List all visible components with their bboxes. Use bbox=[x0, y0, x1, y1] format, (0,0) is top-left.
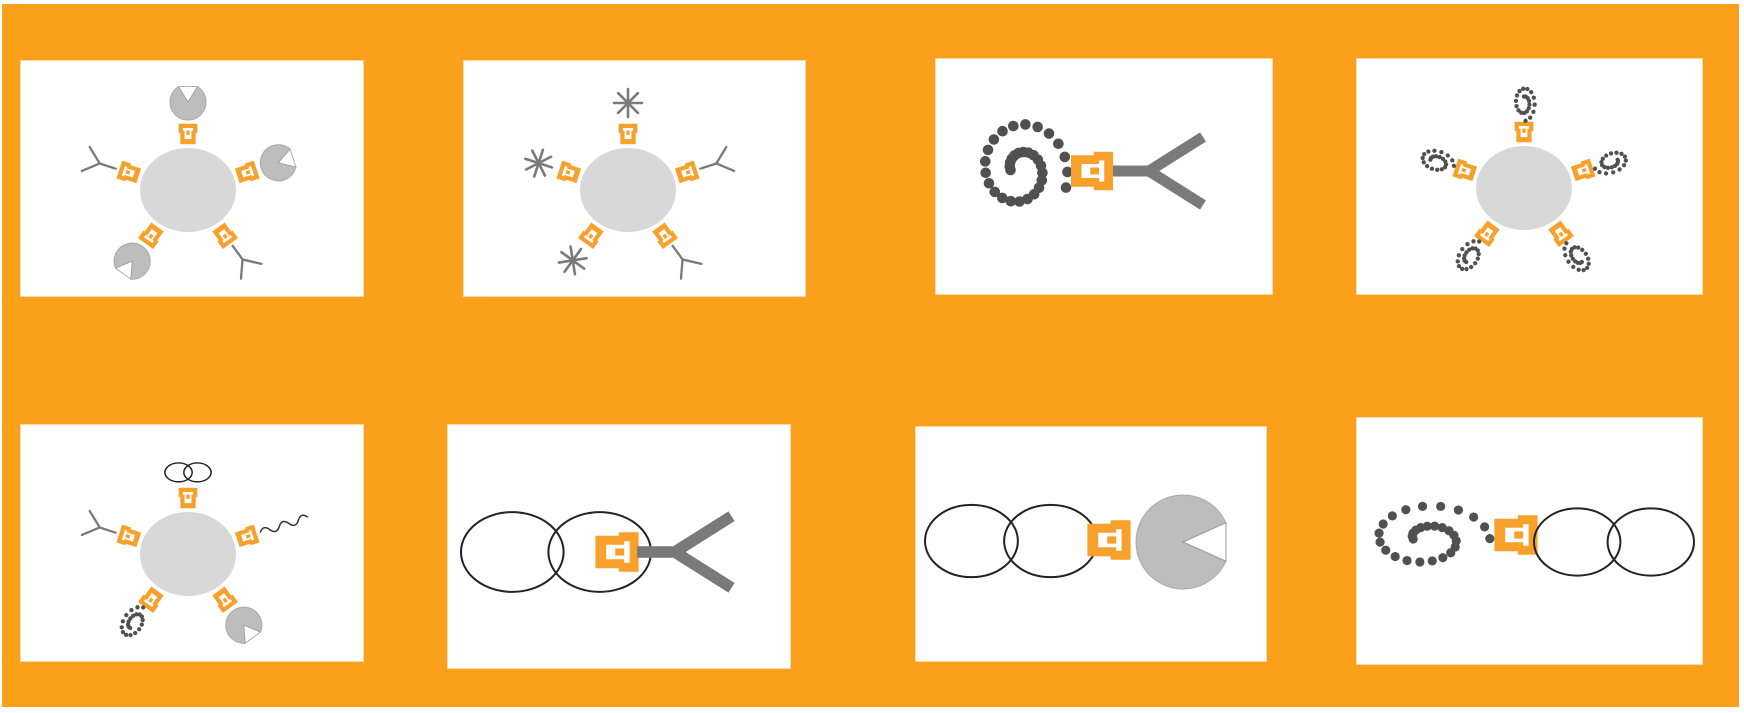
panel-3 bbox=[935, 58, 1273, 295]
linker-icon bbox=[577, 222, 604, 250]
linker-icon bbox=[116, 160, 142, 184]
core-particle bbox=[140, 148, 236, 232]
linker-icon bbox=[556, 160, 582, 184]
panel-1-drawing bbox=[80, 85, 297, 280]
linker-icon bbox=[1071, 151, 1113, 191]
rings-icon bbox=[924, 503, 1098, 579]
panel-7-drawing bbox=[924, 494, 1227, 590]
linker-icon bbox=[595, 532, 639, 572]
panel-6-drawing bbox=[460, 511, 735, 593]
pacman-icon bbox=[113, 242, 151, 280]
pacman-icon bbox=[169, 85, 207, 121]
dot-coil-icon bbox=[1420, 148, 1457, 172]
wavy-chain-icon bbox=[259, 514, 309, 533]
panel-5-drawing bbox=[80, 462, 309, 644]
dot-coil-icon bbox=[1592, 150, 1629, 176]
panel-2-drawing bbox=[523, 87, 736, 280]
panel-8 bbox=[1356, 417, 1703, 665]
core-particle bbox=[140, 512, 236, 596]
linker-icon bbox=[1087, 520, 1131, 560]
dot-coil-icon bbox=[1455, 239, 1482, 272]
pacman-icon bbox=[1135, 494, 1227, 590]
linker-icon bbox=[212, 586, 239, 614]
rings-icon bbox=[1533, 507, 1695, 577]
antibody-icon bbox=[699, 145, 736, 173]
linker-icon bbox=[137, 586, 164, 614]
linker-icon bbox=[674, 160, 700, 184]
linker-icon bbox=[178, 487, 198, 509]
asterisk-icon bbox=[523, 148, 554, 178]
panel-2 bbox=[463, 60, 806, 297]
dot-coil-icon bbox=[1562, 241, 1591, 273]
antibody-icon bbox=[80, 509, 117, 537]
linker-icon bbox=[1473, 220, 1500, 248]
linker-icon bbox=[1548, 220, 1575, 248]
dot-coil-icon bbox=[979, 119, 1073, 207]
panel-1 bbox=[20, 60, 364, 297]
panel-8-drawing bbox=[1374, 501, 1695, 577]
panel-7 bbox=[915, 426, 1267, 662]
dot-coil-icon bbox=[119, 605, 146, 638]
core-particle bbox=[580, 148, 676, 232]
antibody-icon bbox=[671, 244, 703, 280]
pacman-icon bbox=[259, 144, 297, 182]
linker-icon bbox=[178, 123, 198, 145]
linker-icon bbox=[652, 222, 679, 250]
antibody-icon bbox=[1113, 132, 1206, 210]
panel-6 bbox=[447, 424, 791, 669]
dot-coil-icon bbox=[1513, 86, 1537, 123]
linker-icon bbox=[234, 524, 260, 548]
dot-coil-icon bbox=[1374, 501, 1495, 567]
panel-4-drawing bbox=[1420, 86, 1629, 273]
linker-icon bbox=[618, 123, 638, 145]
panel-5 bbox=[20, 424, 364, 662]
panel-3-drawing bbox=[979, 119, 1206, 210]
linker-icon bbox=[116, 524, 142, 548]
pacman-icon bbox=[225, 606, 263, 644]
panel-4 bbox=[1356, 58, 1703, 295]
linker-icon bbox=[1452, 158, 1478, 182]
antibody-icon bbox=[80, 145, 117, 173]
antibody-icon bbox=[637, 511, 735, 593]
linker-icon bbox=[1494, 515, 1538, 555]
linker-icon bbox=[137, 222, 164, 250]
linker-icon bbox=[234, 160, 260, 184]
linker-icon bbox=[1570, 158, 1596, 182]
linker-icon bbox=[1514, 121, 1534, 143]
rings-icon bbox=[164, 462, 212, 483]
asterisk-icon bbox=[557, 245, 588, 276]
core-particle bbox=[1476, 146, 1572, 230]
linker-icon bbox=[212, 222, 239, 250]
antibody-icon bbox=[231, 244, 263, 280]
asterisk-icon bbox=[612, 87, 644, 119]
